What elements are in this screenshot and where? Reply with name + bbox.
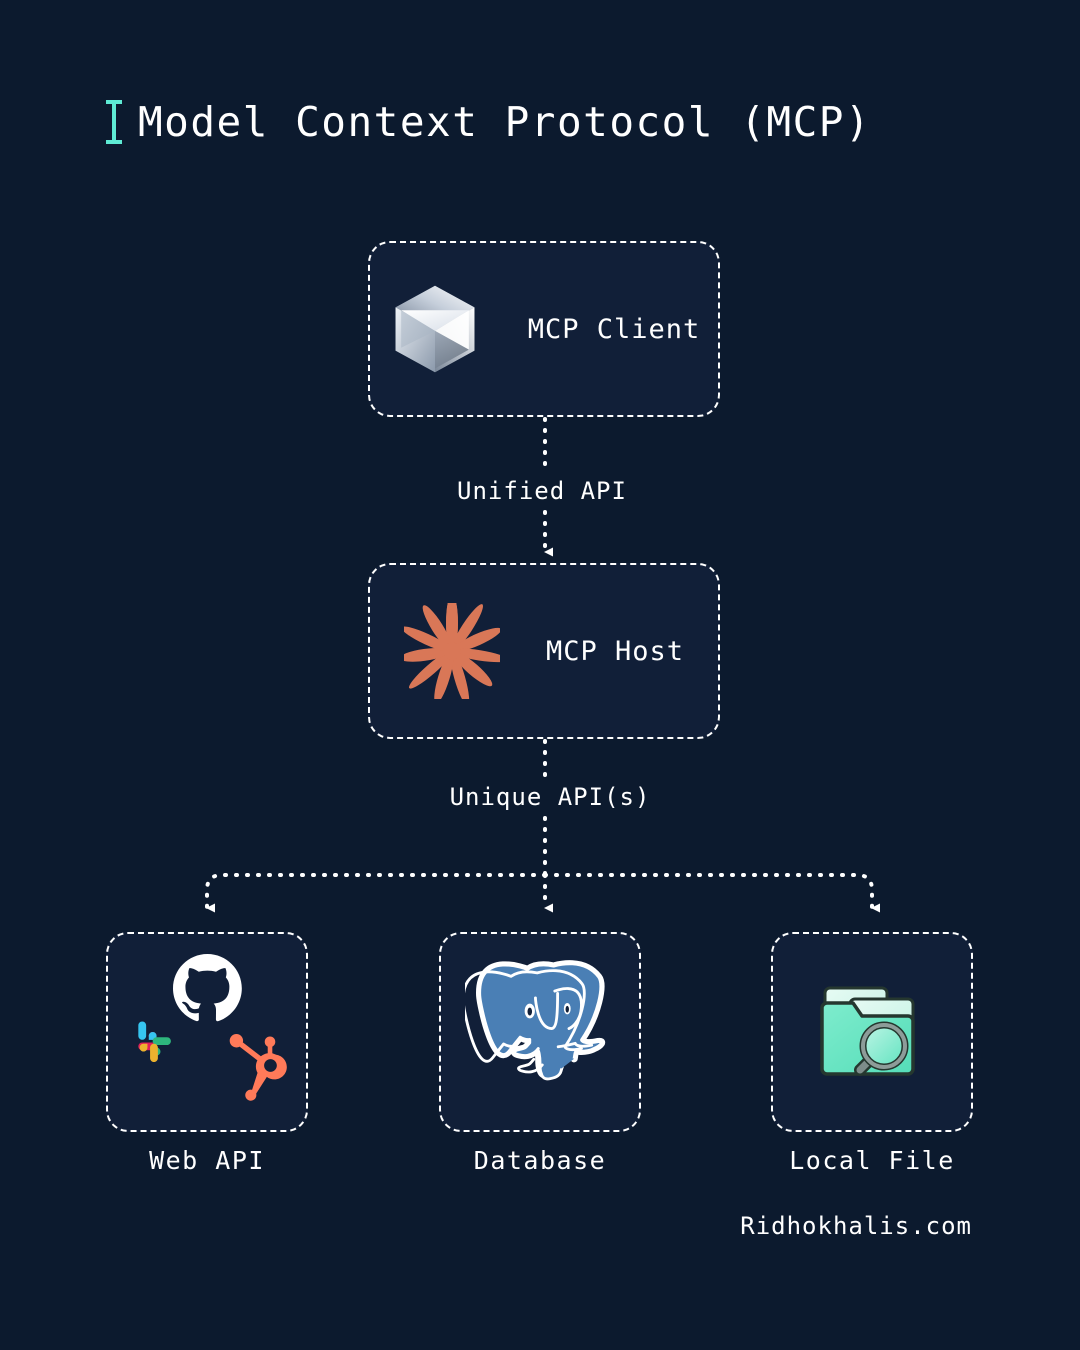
page-header: Model Context Protocol (MCP) bbox=[104, 98, 871, 146]
caption-web-api: Web API bbox=[149, 1146, 265, 1175]
slack-icon bbox=[138, 1021, 171, 1063]
edge-label-unified-api: Unified API bbox=[457, 477, 627, 505]
postgresql-elephant-icon bbox=[465, 960, 606, 1081]
page-title: Model Context Protocol (MCP) bbox=[138, 98, 872, 146]
caption-database: Database bbox=[473, 1146, 607, 1175]
node-label-mcp-host: MCP Host bbox=[545, 635, 685, 667]
node-database[interactable] bbox=[439, 932, 641, 1132]
hubspot-icon bbox=[229, 1034, 287, 1101]
web-api-logos bbox=[138, 954, 287, 1101]
node-web-api[interactable] bbox=[106, 932, 308, 1132]
edge-label-unique-apis: Unique API(s) bbox=[449, 783, 651, 811]
cursor-cube-icon bbox=[395, 285, 475, 373]
caption-local-file: Local File bbox=[789, 1146, 955, 1175]
node-mcp-client[interactable]: MCP Client bbox=[368, 241, 720, 417]
folder-search-icon bbox=[820, 986, 915, 1076]
node-mcp-host[interactable]: MCP Host bbox=[368, 563, 720, 739]
node-local-file[interactable] bbox=[771, 932, 973, 1132]
edge-bus-to-local-file bbox=[543, 873, 880, 913]
text-cursor-icon bbox=[106, 100, 122, 144]
edge-bus-to-web-api bbox=[205, 873, 547, 913]
node-label-mcp-client: MCP Client bbox=[527, 313, 701, 345]
site-watermark: Ridhokhalis.com bbox=[740, 1212, 972, 1240]
anthropic-starburst-icon bbox=[403, 603, 500, 699]
github-icon bbox=[173, 954, 242, 1022]
